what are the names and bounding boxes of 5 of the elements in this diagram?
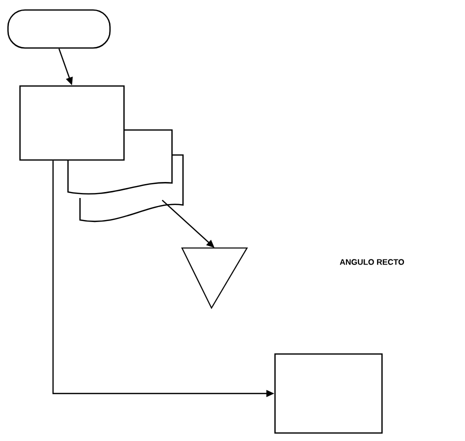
process-box <box>19 85 125 161</box>
multi-document-shape <box>67 129 184 222</box>
terminal-shape <box>7 9 111 49</box>
note-text: ANGULO RECTO <box>340 259 404 265</box>
process-box <box>274 353 383 434</box>
